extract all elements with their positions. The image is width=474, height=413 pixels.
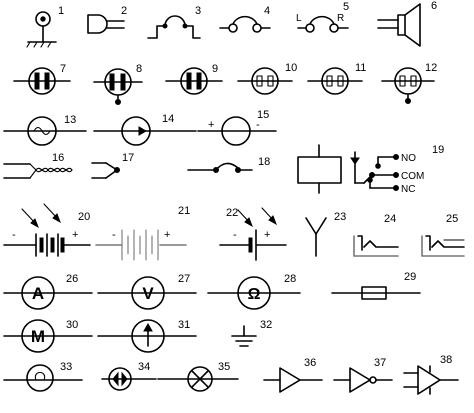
symbol-15: + - 15: [197, 109, 277, 146]
label-15-minus: -: [256, 119, 260, 131]
symbol-36: 36: [263, 357, 323, 393]
symbol-14: 14: [93, 113, 197, 146]
symbol-30: M 30: [3, 319, 93, 353]
label-21: 21: [178, 205, 190, 217]
symbol-25: 25: [421, 213, 465, 257]
symbol-29: 29: [331, 271, 421, 300]
label-21-plus: +: [164, 229, 170, 241]
symbol-27-letter: V: [142, 284, 154, 303]
label-7: 7: [60, 63, 66, 75]
label-9: 9: [212, 63, 218, 75]
label-17: 17: [122, 152, 134, 164]
label-15: 15: [257, 109, 269, 121]
symbol-26: A 26: [3, 273, 93, 310]
symbol-20: - + 20: [3, 203, 91, 257]
label-19: 19: [432, 144, 444, 156]
label-5-left: L: [296, 13, 302, 24]
label-27: 27: [178, 273, 190, 285]
label-8: 8: [136, 63, 142, 75]
label-38: 38: [440, 354, 452, 366]
label-36: 36: [304, 357, 316, 369]
symbol-2: 2: [87, 5, 127, 34]
symbol-16: 16: [3, 152, 73, 179]
symbol-32: 32: [231, 319, 272, 347]
symbol-4: 4: [219, 5, 271, 33]
symbol-33: 33: [3, 361, 83, 392]
symbol-38: 38: [403, 354, 459, 395]
label-11: 11: [355, 62, 366, 74]
symbol-9: 9: [165, 63, 223, 95]
label-15-plus: +: [208, 119, 214, 131]
symbol-8: 8: [93, 63, 143, 105]
label-29: 29: [404, 271, 416, 283]
label-22-plus: +: [264, 229, 270, 241]
symbol-11: 11: [307, 62, 366, 95]
label-35: 35: [218, 361, 230, 373]
symbol-26-letter: A: [32, 284, 44, 303]
symbol-30-letter: M: [31, 327, 45, 346]
label-20: 20: [78, 211, 90, 223]
label-22: 22: [226, 207, 238, 219]
label-21-minus: -: [112, 229, 116, 241]
label-2: 2: [121, 5, 127, 17]
symbol-17: 17: [91, 152, 134, 179]
label-32: 32: [260, 319, 272, 331]
symbol-7: 7: [13, 63, 71, 95]
symbol-21: - + 21: [95, 205, 190, 261]
label-24: 24: [384, 213, 396, 225]
label-23: 23: [334, 211, 346, 223]
label-19-com: COM: [401, 171, 424, 182]
symbol-35: 35: [157, 361, 239, 392]
symbol-10: 10: [237, 62, 297, 95]
symbol-3: 3: [147, 5, 201, 39]
symbol-22: - + 22: [219, 207, 287, 261]
label-6: 6: [431, 0, 437, 12]
label-19-no: NO: [401, 153, 416, 164]
label-28: 28: [284, 273, 296, 285]
symbol-19: NO COM NC 19: [297, 144, 444, 195]
symbol-1: 1: [26, 5, 64, 48]
symbol-24: 24: [353, 213, 399, 257]
label-31: 31: [178, 319, 190, 331]
label-13: 13: [64, 114, 76, 126]
label-19-nc: NC: [401, 184, 415, 195]
symbol-28: Ω 28: [207, 273, 301, 310]
label-34: 34: [138, 361, 150, 373]
symbol-23: 23: [305, 211, 346, 257]
label-1: 1: [58, 5, 64, 17]
label-14: 14: [162, 113, 174, 125]
symbol-27: V 27: [97, 273, 197, 310]
label-30: 30: [66, 319, 78, 331]
label-12: 12: [425, 62, 437, 74]
symbol-34: 34: [101, 361, 157, 391]
symbol-28-letter: Ω: [248, 286, 261, 303]
symbol-13: 13: [3, 114, 87, 146]
label-18: 18: [258, 156, 270, 168]
label-26: 26: [66, 273, 78, 285]
symbol-31: 31: [97, 319, 197, 353]
symbol-37: 37: [333, 357, 393, 393]
label-4: 4: [264, 5, 270, 17]
label-22-minus: -: [233, 229, 237, 241]
symbol-18: 18: [187, 156, 270, 173]
label-5: 5: [343, 1, 349, 13]
label-16: 16: [52, 152, 64, 164]
label-10: 10: [285, 62, 297, 74]
label-25: 25: [446, 213, 458, 225]
label-37: 37: [374, 357, 386, 369]
label-33: 33: [60, 361, 72, 373]
symbol-5: L R 5: [296, 1, 349, 33]
label-20-minus: -: [12, 229, 16, 241]
label-3: 3: [195, 5, 201, 17]
label-5-right: R: [337, 13, 344, 24]
symbol-6: 6: [377, 0, 437, 47]
label-20-plus: +: [72, 229, 78, 241]
symbol-12: 12: [381, 62, 437, 104]
